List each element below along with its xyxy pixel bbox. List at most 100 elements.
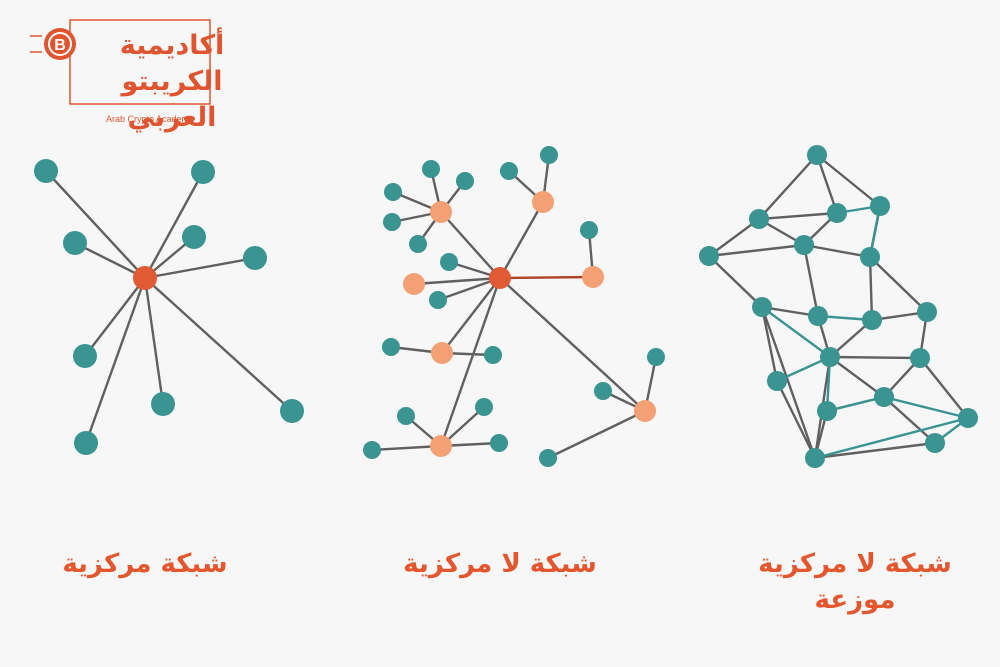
- distributed-node: [860, 247, 880, 267]
- distributed-edge: [803, 243, 871, 259]
- central-leaf-node: [280, 399, 304, 423]
- distributed-edge: [883, 395, 969, 420]
- decentralized-network: [363, 146, 665, 467]
- distributed-edge: [708, 255, 763, 308]
- distributed-node: [820, 347, 840, 367]
- bitcoin-badge-letter: B: [54, 37, 66, 54]
- distributed-edge: [775, 380, 817, 459]
- central-edge: [84, 277, 147, 444]
- distributed-node: [870, 196, 890, 216]
- decentral-leaf-node: [397, 407, 415, 425]
- central-leaf-node: [74, 431, 98, 455]
- central-leaf-node: [191, 160, 215, 184]
- logo-arabic-wordmark: أكاديمية الكريبتو العربي: [119, 30, 225, 133]
- decentral-leaf-node: [540, 146, 558, 164]
- decentral-leaf-node: [594, 382, 612, 400]
- decentral-hub-edge: [439, 277, 502, 447]
- decentral-leaf-node: [490, 434, 508, 452]
- distributed-node: [958, 408, 978, 428]
- caption-central-network: شبكة مركزية: [62, 549, 228, 579]
- central-network: [34, 159, 304, 455]
- distributed-edge: [814, 441, 936, 460]
- distributed-node: [767, 371, 787, 391]
- central-edge: [84, 277, 146, 357]
- distributed-node: [827, 203, 847, 223]
- decentral-subhub-node: [403, 273, 425, 295]
- distributed-node: [910, 348, 930, 368]
- decentral-leaf-node: [382, 338, 400, 356]
- decentral-hub-edge: [440, 211, 501, 279]
- distributed-edge: [816, 154, 881, 207]
- distributed-node: [808, 306, 828, 326]
- caption-distributed-line2: موزعة: [814, 585, 896, 615]
- distributed-edge: [761, 306, 831, 358]
- decentral-leaf-node: [475, 398, 493, 416]
- central-leaf-node: [73, 344, 97, 368]
- distributed-edge: [760, 306, 779, 382]
- logo-frame-icon: B: [30, 19, 211, 105]
- distributed-edge: [708, 218, 760, 257]
- logo-english-text: Arab Crypto Academy: [106, 114, 194, 124]
- decentral-leaf-node: [500, 162, 518, 180]
- distributed-edge: [760, 306, 817, 459]
- decentral-hub-edge: [499, 277, 646, 412]
- decentral-hub-edge: [499, 275, 594, 280]
- distributed-node: [925, 433, 945, 453]
- distributed-node: [874, 387, 894, 407]
- distributed-node: [917, 302, 937, 322]
- decentral-leaf-node: [456, 172, 474, 190]
- decentral-hub-edge: [441, 277, 501, 354]
- decentral-leaf-node: [383, 213, 401, 231]
- caption-distributed-network: شبكة لا مركزية موزعة: [730, 546, 980, 618]
- logo: B أكاديمية الكريبتو العربي Arab Crypto A…: [28, 10, 224, 133]
- decentral-leaf-node: [409, 235, 427, 253]
- decentral-leaf-node: [440, 253, 458, 271]
- distributed-edge: [708, 243, 805, 258]
- distributed-edge: [883, 396, 936, 444]
- central-leaf-node: [34, 159, 58, 183]
- distributed-node: [817, 401, 837, 421]
- decentral-leaf-node: [539, 449, 557, 467]
- distributed-node: [862, 310, 882, 330]
- decentral-hub-edge: [413, 276, 501, 286]
- distributed-node: [794, 235, 814, 255]
- decentral-subhub-node: [431, 342, 453, 364]
- central-leaf-node: [151, 392, 175, 416]
- distributed-edge: [815, 154, 839, 214]
- decentral-subhub-node: [430, 201, 452, 223]
- distributed-edge: [802, 244, 820, 317]
- central-edge: [143, 277, 165, 405]
- distributed-node: [807, 145, 827, 165]
- caption-decentralized-network: شبكة لا مركزية: [403, 549, 597, 579]
- distributed-node: [805, 448, 825, 468]
- decentral-subhub-node: [532, 191, 554, 213]
- decentral-leaf-node: [363, 441, 381, 459]
- decentral-main-hub-node: [489, 267, 511, 289]
- decentral-leaf-node: [384, 183, 402, 201]
- distributed-edge: [814, 416, 969, 460]
- decentral-hub-edge: [498, 201, 545, 279]
- caption-distributed-line1: شبكة لا مركزية: [758, 549, 952, 579]
- central-leaf-node: [182, 225, 206, 249]
- distributed-edge: [869, 256, 928, 313]
- decentral-subhub-node: [582, 266, 604, 288]
- distributed-node: [699, 246, 719, 266]
- distributed-edge: [868, 256, 874, 321]
- decentral-subhub-node: [634, 400, 656, 422]
- distributed-edge: [758, 154, 818, 220]
- distributed-edge: [829, 356, 885, 398]
- decentral-edge: [547, 409, 646, 460]
- decentral-subhub-node: [430, 435, 452, 457]
- distributed-network: [699, 145, 978, 468]
- decentral-leaf-node: [484, 346, 502, 364]
- central-leaf-node: [63, 231, 87, 255]
- distributed-node: [749, 209, 769, 229]
- decentral-leaf-node: [429, 291, 447, 309]
- central-edge: [74, 241, 146, 280]
- central-leaf-node: [243, 246, 267, 270]
- central-edge: [144, 256, 256, 280]
- distributed-edge: [758, 211, 838, 221]
- decentral-leaf-node: [422, 160, 440, 178]
- distributed-node: [752, 297, 772, 317]
- central-edge: [144, 277, 293, 412]
